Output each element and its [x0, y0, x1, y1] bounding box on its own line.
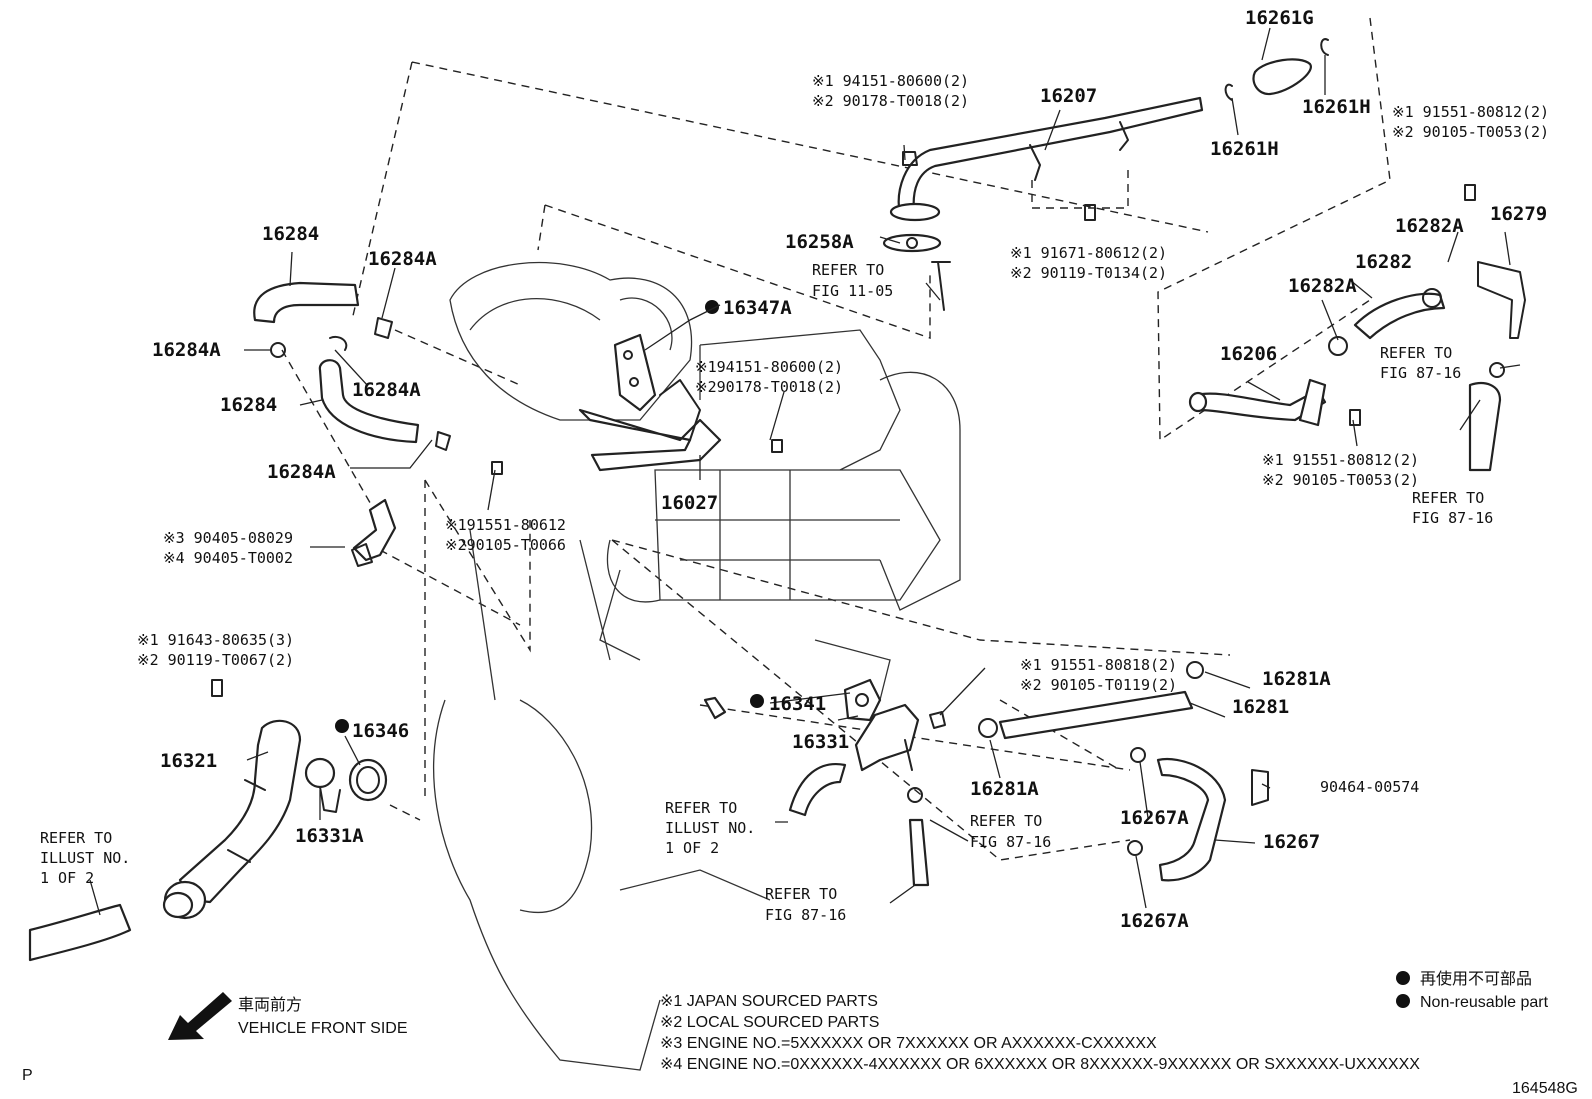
note-text: ※1 91671-80612(2)	[1010, 244, 1167, 262]
label-16261H: 16261H	[1210, 138, 1279, 160]
footnote-3: ※3 ENGINE NO.=5XXXXXX OR 7XXXXXX OR AXXX…	[660, 1035, 1157, 1052]
label-16284A: 16284A	[368, 248, 437, 270]
engine-outline	[433, 262, 961, 1071]
label-16284: 16284	[262, 223, 319, 245]
note-text: ※290178-T0018(2)	[695, 378, 843, 396]
note-text: ※1 91551-80812(2)	[1392, 103, 1549, 121]
illustration-number: 164548G	[1512, 1080, 1578, 1097]
label-16331: 16331	[792, 731, 849, 753]
label-16281A: 16281A	[970, 778, 1039, 800]
label-16284: 16284	[220, 394, 277, 416]
note-text: ※2 90119-T0067(2)	[137, 651, 294, 669]
note-text: REFER TO	[765, 885, 837, 903]
note-text: FIG 11-05	[812, 282, 893, 300]
label-16321: 16321	[160, 750, 217, 772]
note-text: FIG 87-16	[765, 906, 846, 924]
non-reusable-markers	[335, 300, 1410, 1008]
note-text: ※3 90405-08029	[163, 529, 293, 547]
note-text: ※4 90405-T0002	[163, 549, 293, 567]
note-text: ※194151-80600(2)	[695, 358, 843, 376]
note-text: ※1 91551-80812(2)	[1262, 451, 1419, 469]
label-16346: 16346	[352, 720, 409, 742]
legend-non-reusable-jp: 再使用不可部品	[1420, 970, 1532, 988]
label-16267A: 16267A	[1120, 807, 1189, 829]
label-16207: 16207	[1040, 85, 1097, 107]
note-text: REFER TO	[665, 799, 737, 817]
label-16281: 16281	[1232, 696, 1289, 718]
note-text: ※2 90105-T0119(2)	[1020, 676, 1177, 694]
phantom-outlines	[281, 17, 1391, 861]
callout-notes: ※1 94151-80600(2) ※2 90178-T0018(2) ※1 9…	[40, 72, 1549, 924]
note-text: ※2 90178-T0018(2)	[812, 92, 969, 110]
label-16284A: 16284A	[267, 461, 336, 483]
label-16347A: 16347A	[723, 297, 792, 319]
footnotes: ※1 JAPAN SOURCED PARTS ※2 LOCAL SOURCED …	[660, 993, 1420, 1073]
legend-non-reusable-en: Non-reusable part	[1420, 994, 1549, 1011]
label-16267A: 16267A	[1120, 910, 1189, 932]
note-text: 1 OF 2	[665, 839, 719, 857]
note-text: FIG 87-16	[1380, 364, 1461, 382]
left-hoses-16284	[253, 281, 451, 567]
heater-pipe-group	[1188, 184, 1526, 472]
footnote-2: ※2 LOCAL SOURCED PARTS	[660, 1014, 879, 1031]
water-pipe-16207	[882, 38, 1329, 311]
note-text: ILLUST NO.	[40, 849, 130, 867]
leader-lines	[89, 27, 1521, 916]
note-text: ILLUST NO.	[665, 819, 755, 837]
note-text: ※1 94151-80600(2)	[812, 72, 969, 90]
corner-mark-left: P	[22, 1067, 33, 1084]
label-16282: 16282	[1355, 251, 1412, 273]
note-text: ※2 90105-T0053(2)	[1392, 123, 1549, 141]
label-16027: 16027	[661, 492, 718, 514]
label-16341: 16341	[769, 693, 826, 715]
label-16331A: 16331A	[295, 825, 364, 847]
note-text: ※2 90119-T0134(2)	[1010, 264, 1167, 282]
note-text: ※1 91551-80818(2)	[1020, 656, 1177, 674]
label-16258A: 16258A	[785, 231, 854, 253]
label-16284A: 16284A	[352, 379, 421, 401]
label-16282A: 16282A	[1395, 215, 1464, 237]
label-16261G: 16261G	[1245, 7, 1314, 29]
label-16282A: 16282A	[1288, 275, 1357, 297]
thermostat-housing-16331	[703, 661, 1269, 887]
note-text: ※1 91643-80635(3)	[137, 631, 294, 649]
label-90464-00574: 90464-00574	[1320, 778, 1419, 796]
note-text: FIG 87-16	[1412, 509, 1493, 527]
note-text: ※191551-80612	[445, 516, 566, 534]
label-16206: 16206	[1220, 343, 1277, 365]
note-text: REFER TO	[812, 261, 884, 279]
label-16279: 16279	[1490, 203, 1547, 225]
note-text: ※290105-T0066	[445, 536, 566, 554]
vehicle-front-en: VEHICLE FRONT SIDE	[238, 1020, 408, 1037]
note-text: ※2 90105-T0053(2)	[1262, 471, 1419, 489]
vehicle-front-jp: 車両前方	[238, 996, 302, 1014]
label-16284A: 16284A	[152, 339, 221, 361]
label-16261H: 16261H	[1302, 96, 1371, 118]
note-text: FIG 87-16	[970, 833, 1051, 851]
label-16281A: 16281A	[1262, 668, 1331, 690]
footnote-1: ※1 JAPAN SOURCED PARTS	[660, 993, 878, 1010]
vehicle-front-arrow-icon	[168, 992, 232, 1040]
note-text: REFER TO	[40, 829, 112, 847]
manifold-pipe-16027	[491, 333, 783, 475]
note-text: 1 OF 2	[40, 869, 94, 887]
water-inlet-16321	[28, 679, 388, 962]
label-16267: 16267	[1263, 831, 1320, 853]
note-text: REFER TO	[1380, 344, 1452, 362]
part-labels: 16261G 16261H 16261H 16207 16258A 16284 …	[152, 7, 1547, 932]
footnote-4: ※4 ENGINE NO.=0XXXXXX-4XXXXXX OR 6XXXXXX…	[660, 1056, 1420, 1073]
note-text: REFER TO	[1412, 489, 1484, 507]
note-text: REFER TO	[970, 812, 1042, 830]
